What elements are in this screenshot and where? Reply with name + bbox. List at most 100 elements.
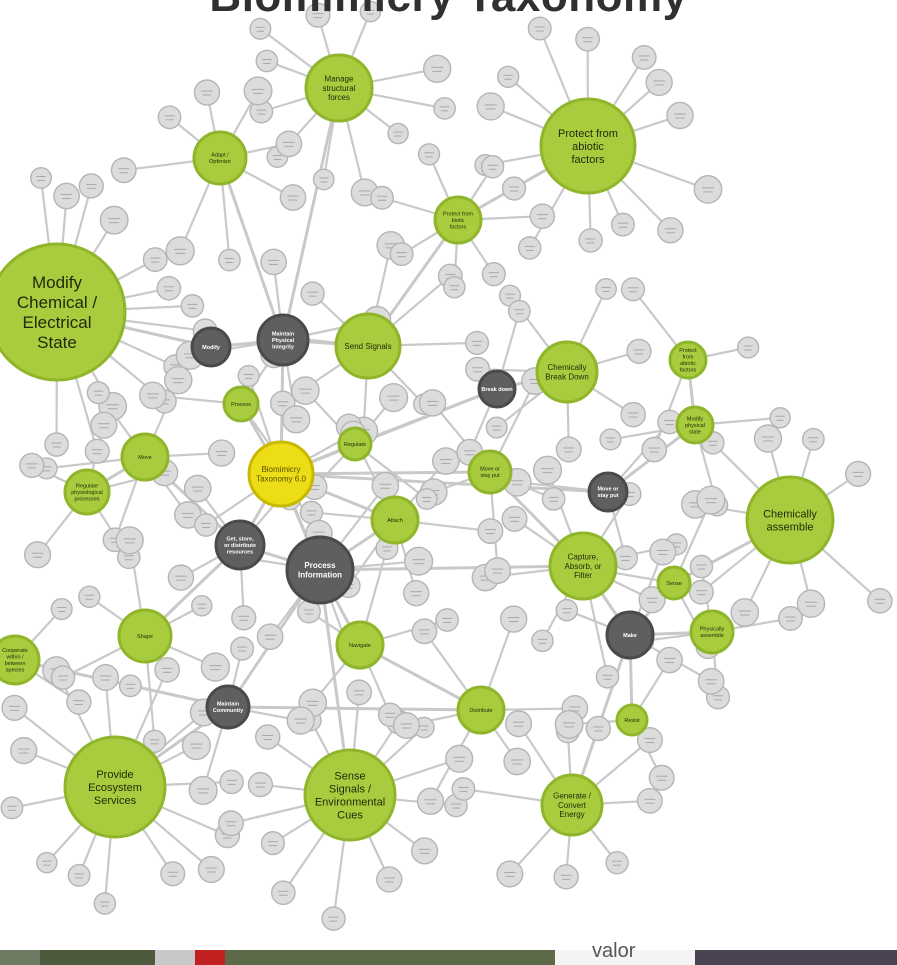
leaf-node [86, 381, 110, 405]
leaf-node [605, 851, 629, 875]
node-regulate: Regulate [337, 426, 373, 462]
leaf-node [555, 436, 582, 463]
edge-process-capture [319, 564, 584, 572]
node-circle [214, 519, 266, 571]
leaf-node [93, 892, 117, 915]
leaf-node [256, 623, 284, 651]
leaf-node [599, 428, 622, 451]
leaf-node [578, 228, 603, 253]
leaf-node [260, 248, 287, 276]
leaf-node [641, 436, 668, 463]
leaf-node [66, 689, 92, 715]
leaf-node [575, 26, 601, 52]
leaf-node [24, 541, 52, 569]
page-title: Biomimicry Taxonomy [0, 0, 897, 22]
leaf-node [281, 405, 311, 434]
bottom-strip-text: valor [592, 940, 636, 962]
node-circle [63, 735, 167, 839]
leaf-node [476, 92, 505, 121]
node-label: Distribute [469, 708, 492, 714]
leaf-node [423, 54, 452, 84]
leaf-node [505, 710, 533, 738]
leaf-node [379, 382, 409, 413]
leaf-node [730, 598, 760, 627]
node-circle [668, 340, 708, 380]
leaf-node [769, 407, 791, 429]
leaf-node [207, 439, 236, 467]
leaf-node [645, 68, 673, 97]
leaf-node [529, 203, 556, 229]
leaf-node [218, 248, 241, 272]
node-circle [190, 326, 232, 368]
leaf-node [359, 0, 382, 23]
leaf-node [636, 787, 663, 814]
leaf-node [496, 860, 524, 888]
leaf-node [697, 667, 725, 695]
node-circle [256, 313, 310, 367]
leaf-node [305, 2, 331, 28]
leaf-node [30, 167, 53, 190]
node-label: Break down [481, 387, 513, 393]
leaf-node [451, 776, 476, 801]
leaf-node [778, 606, 803, 631]
leaf-node [10, 736, 38, 765]
leaf-node [44, 432, 69, 457]
leaf-node [260, 831, 286, 856]
node-circle [587, 471, 629, 513]
node-circle [120, 432, 170, 482]
node-label: Send Signals [344, 342, 391, 351]
node-label: Process [231, 402, 251, 408]
leaf-node [181, 730, 211, 761]
node-label: Move [138, 455, 151, 461]
leaf-node [666, 101, 694, 130]
leaf-node [620, 277, 646, 302]
node-attach: Attach [370, 495, 420, 545]
node-label: Make [623, 633, 637, 639]
node-label: Regulate [344, 442, 366, 448]
leaf-node [595, 664, 620, 689]
node-label: Adapt /Optimize [209, 153, 231, 165]
leaf-node [138, 381, 167, 410]
leaf-node [78, 173, 104, 199]
node-label: Navigate [349, 643, 371, 649]
leaf-node [279, 184, 307, 211]
leaf-node [160, 861, 186, 887]
leaf-node [389, 242, 414, 267]
leaf-node [801, 427, 825, 451]
leaf-node [648, 764, 675, 791]
leaf-node [376, 866, 403, 893]
leaf-node [50, 665, 76, 690]
leaf-node [78, 585, 101, 609]
node-distribute: Distribute [456, 685, 506, 735]
leaf-node [636, 727, 663, 754]
leaf-node [496, 65, 520, 88]
leaf-node [555, 598, 579, 622]
leaf-node [688, 579, 714, 605]
leaf-node [585, 715, 612, 742]
node-label: Modify [202, 345, 221, 351]
leaf-node [416, 787, 445, 816]
leaf-node [464, 330, 490, 355]
leaf-node [845, 460, 872, 487]
leaf-node [517, 236, 542, 260]
leaf-node [435, 608, 460, 632]
leaf-node [433, 96, 456, 120]
leaf-node [689, 554, 714, 579]
leaf-node [157, 105, 182, 130]
